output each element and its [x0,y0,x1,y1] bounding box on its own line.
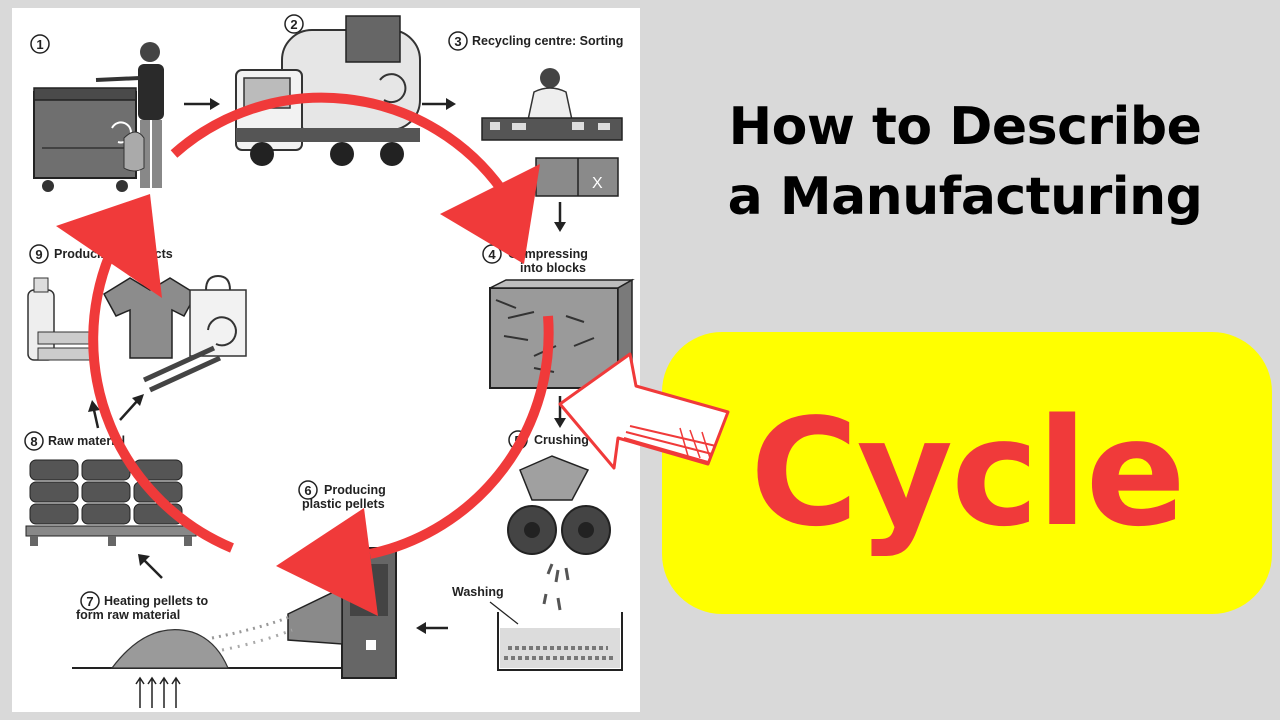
svg-text:X: X [592,175,603,192]
step-7-label-line1: Heating pellets to [104,594,209,608]
cycle-badge: Cycle [662,332,1272,614]
step-4-label-line1: Compressing [508,247,588,261]
step-8-raw-material: 8 Raw material [24,431,197,546]
step-8-number: 8 [30,434,37,449]
step-9-producing-products: 9 Producing products [27,244,247,393]
headline-line-2: a Manufacturing [727,167,1203,227]
step-6-number: 6 [304,483,311,498]
step-2-collection-truck: 2 [235,14,421,166]
step-3-sorting: 3 Recycling centre: Sorting X [448,31,623,197]
recycling-diagram-illustration: 1 2 [24,14,635,708]
step-2-number: 2 [290,17,297,32]
step-7-label-line2: form raw material [76,608,180,622]
cycle-arrows [56,92,554,616]
step-1-number: 1 [36,37,43,52]
step-5-label: Crushing [534,433,589,447]
step-4-number: 4 [488,247,496,262]
step-3-number: 3 [454,34,461,49]
step-9-number: 9 [35,247,42,262]
step-7-number: 7 [86,594,93,609]
step-7-heating-pellets: 7 Heating pellets to form raw material [72,591,342,708]
cycle-word: Cycle [750,387,1186,559]
step-6-label-line2: plastic pellets [302,497,385,511]
step-1-recycling-bin: 1 [30,34,164,192]
recycling-diagram: 1 2 [12,8,640,712]
step-6-label-line1: Producing [324,483,386,497]
headline-line-1: How to Describe [728,97,1202,157]
washing-label: Washing [452,585,504,599]
headline-title: How to Describe a Manufacturing [660,92,1270,232]
step-4-label-line2: into blocks [520,261,586,275]
step-5-crushing: 5 Crushing Washing [452,430,623,671]
hand-drawn-pointer-arrow-icon [558,352,730,470]
step-3-label: Recycling centre: Sorting [472,34,623,48]
step-8-label: Raw material [48,434,125,448]
step-4-compressing: 4 Compressing into blocks [482,244,635,390]
